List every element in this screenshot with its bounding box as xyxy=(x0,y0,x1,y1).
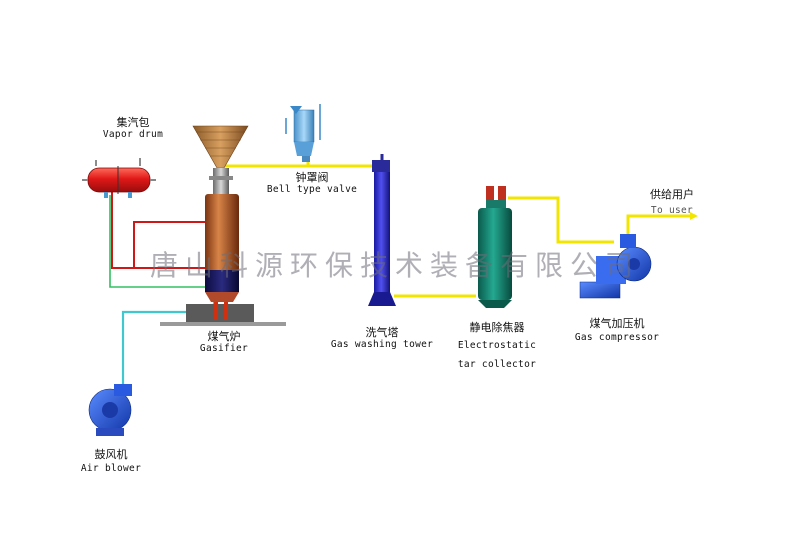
gas-pipe-4 xyxy=(626,214,690,240)
bell-type-valve xyxy=(285,104,321,162)
gas-compressor xyxy=(579,234,652,299)
label-tar-collector-en2: tar collector xyxy=(457,359,537,370)
vapor-drum xyxy=(82,158,156,198)
label-air-blower: 鼓风机 Air blower xyxy=(78,449,144,475)
label-washing-tower-en: Gas washing tower xyxy=(330,339,434,350)
label-compressor-en: Gas compressor xyxy=(574,332,660,343)
label-vapor-drum-cn: 集汽包 xyxy=(116,116,150,129)
air-blower xyxy=(88,384,132,436)
label-compressor-cn: 煤气加压机 xyxy=(589,317,645,330)
label-vapor-drum-en: Vapor drum xyxy=(102,129,164,140)
label-tar-collector-cn: 静电除焦器 xyxy=(469,321,525,334)
gas-washing-tower xyxy=(368,154,396,306)
label-tar-collector-en1: Electrostatic xyxy=(457,340,537,351)
gas-pipe-3 xyxy=(508,196,614,244)
label-gasifier-cn: 煤气炉 xyxy=(207,330,241,343)
label-to-user-en: To user xyxy=(650,205,694,216)
label-bell-valve: 钟罩阀 Bell type valve xyxy=(262,172,362,196)
label-to-user-cn: 供给用户 xyxy=(650,188,694,201)
label-washing-tower-cn: 洗气塔 xyxy=(365,326,399,339)
label-gasifier-en: Gasifier xyxy=(199,343,249,354)
steam-pipe xyxy=(109,195,205,288)
label-air-blower-cn: 鼓风机 xyxy=(94,448,128,461)
label-air-blower-en: Air blower xyxy=(80,463,142,474)
label-gasifier: 煤气炉 Gasifier xyxy=(186,331,262,355)
label-vapor-drum: 集汽包 Vapor drum xyxy=(98,117,168,141)
gasifier xyxy=(160,125,286,326)
label-bell-valve-en: Bell type valve xyxy=(266,184,358,195)
label-tar-collector: 静电除焦器 Electrostatic tar collector xyxy=(450,321,544,372)
company-watermark: 唐山科源环保技术装备有限公司 xyxy=(150,249,641,282)
to-user-arrow xyxy=(690,212,698,220)
electrostatic-tar-collector xyxy=(478,186,512,308)
label-washing-tower: 洗气塔 Gas washing tower xyxy=(330,327,434,351)
label-compressor: 煤气加压机 Gas compressor xyxy=(570,318,664,344)
label-to-user: 供给用户 To user xyxy=(642,188,702,217)
label-bell-valve-cn: 钟罩阀 xyxy=(295,171,329,184)
